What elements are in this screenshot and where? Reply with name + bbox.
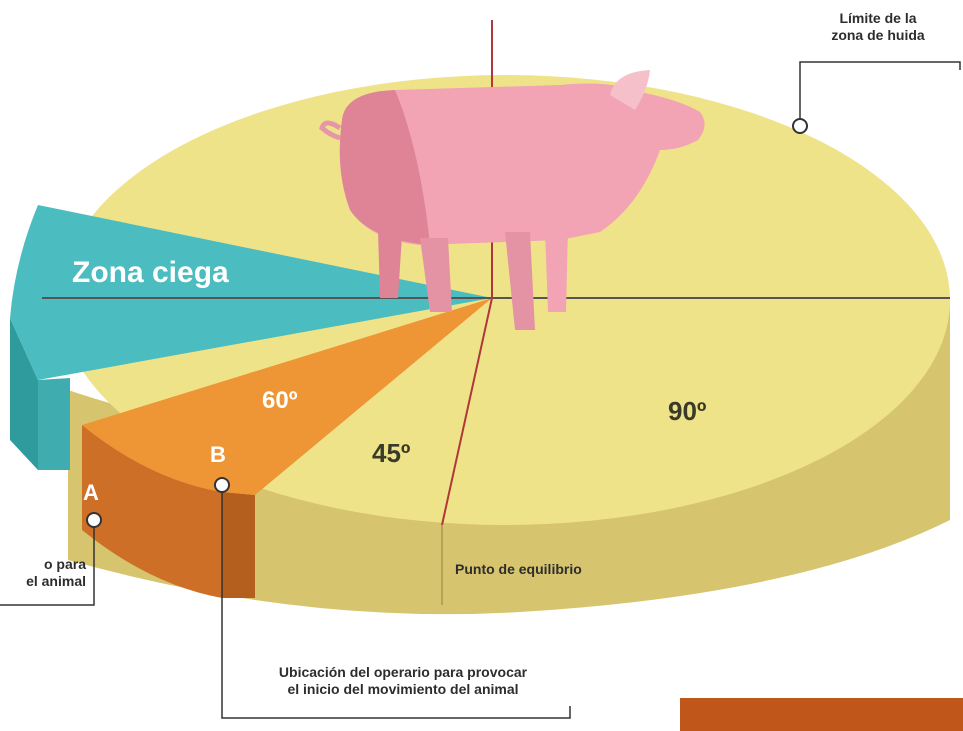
balance-point-label: Punto de equilibrio — [455, 561, 582, 577]
point-b-marker — [214, 477, 230, 493]
angle-45-label: 45º — [372, 438, 411, 468]
angle-90-label: 90º — [668, 396, 707, 426]
operator-b-line2: el inicio del movimiento del animal — [287, 681, 519, 697]
start-zone-side — [82, 425, 222, 598]
blind-zone-side — [10, 318, 38, 470]
operator-b-label: Ubicación del operario para provocar el … — [238, 664, 568, 698]
flight-zone-limit-label: Límite de la zona de huida — [808, 10, 948, 44]
operator-a-label: o para el animal — [0, 556, 86, 590]
pig-icon — [319, 70, 705, 330]
flight-zone-marker — [792, 118, 808, 134]
flight-zone-leader — [799, 61, 961, 119]
footer-bar — [680, 698, 963, 731]
flight-zone-limit-line1: Límite de la — [839, 10, 917, 26]
blind-zone-label: Zona ciega — [72, 256, 229, 289]
angle-60-label: 60º — [262, 387, 298, 414]
operator-a-line2: el animal — [26, 573, 86, 589]
blind-zone — [10, 205, 492, 380]
point-a-leader — [0, 527, 95, 606]
point-a-label: A — [83, 480, 99, 505]
flight-zone-limit-line2: zona de huida — [831, 27, 925, 43]
start-zone-side-edge — [222, 492, 255, 598]
point-b-label: B — [210, 442, 226, 467]
balance-axis-lower — [441, 297, 493, 526]
point-a-marker — [86, 512, 102, 528]
point-b-leader — [221, 492, 571, 719]
operator-a-line1: o para — [43, 556, 86, 572]
blind-zone-side-front — [38, 378, 70, 470]
start-zone — [82, 298, 492, 495]
operator-b-line1: Ubicación del operario para provocar — [278, 664, 528, 680]
